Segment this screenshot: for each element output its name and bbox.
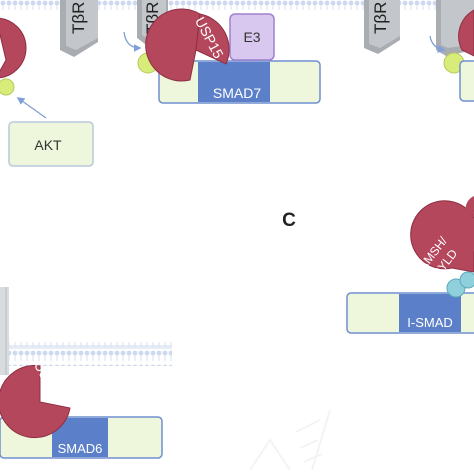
receptor-bottom-left bbox=[0, 287, 9, 375]
smad7-complex: SMAD7 bbox=[158, 60, 321, 104]
usp15-enzyme: USP15 bbox=[145, 8, 230, 82]
bottom-membrane bbox=[0, 342, 172, 366]
phosphate-icon bbox=[0, 78, 15, 96]
ismad-label: I-SMAD bbox=[407, 315, 453, 330]
watermark bbox=[249, 409, 331, 471]
akt-label: AKT bbox=[34, 137, 62, 153]
ubiquitin-icon bbox=[459, 271, 474, 289]
panel-label: C bbox=[282, 210, 296, 231]
e3-ligase: E3 bbox=[229, 13, 275, 61]
akt-box: AKT bbox=[8, 121, 94, 167]
activation-arrow-mid bbox=[123, 31, 142, 52]
e3-label: E3 bbox=[243, 29, 260, 45]
receptor-left: TβR bbox=[60, 0, 98, 57]
receptor-label-right: TβR bbox=[371, 2, 390, 34]
usp15-enzyme-bottom: USP15 bbox=[0, 358, 71, 439]
activation-arrow-right bbox=[429, 35, 446, 53]
ismad-complex: I-SMAD bbox=[346, 292, 474, 334]
enzyme-partial-right bbox=[458, 9, 474, 57]
top-membrane bbox=[0, 0, 474, 10]
usp15-left-partial bbox=[0, 17, 27, 96]
enzyme-partial-far-right bbox=[465, 196, 474, 216]
akt-arrow bbox=[16, 97, 47, 119]
receptor-right: TβR bbox=[364, 0, 400, 54]
smad6-label: SMAD6 bbox=[58, 441, 103, 456]
smad7-label: SMAD7 bbox=[213, 85, 261, 101]
amsh-cyld-enzyme: AMSH/ CYLD bbox=[410, 200, 474, 280]
smad-partial-right bbox=[459, 60, 474, 102]
receptor-label-left: TβR bbox=[69, 2, 88, 34]
